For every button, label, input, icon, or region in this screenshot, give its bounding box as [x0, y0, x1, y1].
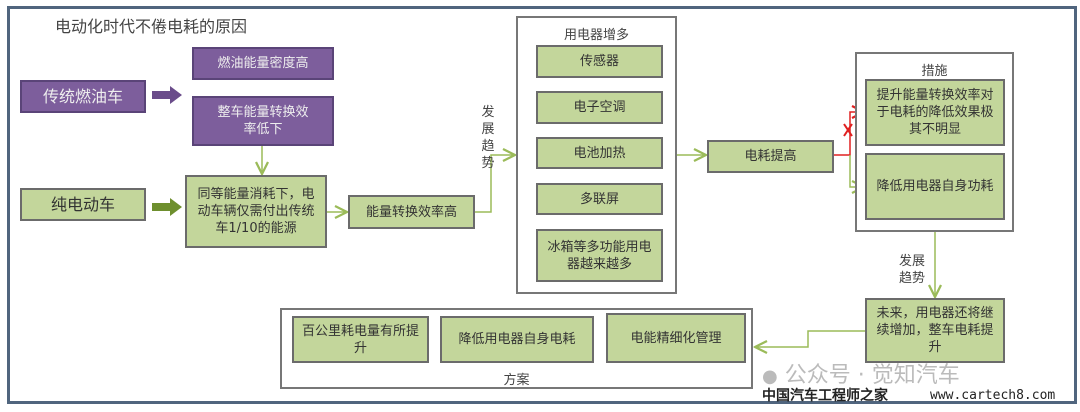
future-box: 未来，用电器还将继续增加，整车电耗提升 [865, 298, 1005, 363]
device-item: 电子空调 [536, 91, 663, 124]
arrow-to-plan [755, 330, 865, 347]
ev-car-box: 纯电动车 [20, 188, 146, 221]
trend-label-2: 发展趋势 [898, 254, 925, 286]
consumption-box: 电耗提高 [707, 140, 834, 173]
watermark-account: ● 公众号 · 觉知汽车 [762, 364, 960, 389]
watermark-account-text: 公众号 · 觉知汽车 [784, 363, 960, 388]
arrow-ice [152, 86, 182, 104]
device-item: 多联屏 [536, 183, 663, 215]
arrow-ev [152, 198, 182, 216]
plan-item: 电能精细化管理 [606, 313, 746, 363]
plan-title: 方案 [503, 373, 530, 388]
diagram-title: 电动化时代不倦电耗的原因 [55, 17, 248, 36]
ev-description-box: 同等能量消耗下，电动车辆仅需付出传统车1/10的能源 [185, 175, 327, 248]
device-item: 电池加热 [536, 137, 663, 169]
plan-item: 百公里耗电量有所提升 [292, 316, 429, 363]
device-item: 冰箱等多功能用电器越来越多 [536, 229, 663, 282]
device-item: 传感器 [536, 45, 663, 78]
arrow-to-devices [475, 155, 515, 213]
ice-reason-efficiency: 整车能量转换效率低下 [192, 96, 334, 146]
ice-car-box: 传统燃油车 [20, 80, 146, 113]
measure-item: 降低用电器自身功耗 [865, 153, 1005, 220]
efficiency-box: 能量转换效率高 [348, 195, 475, 229]
devices-title: 用电器增多 [563, 28, 629, 43]
trend-label: 发展趋势 [481, 105, 495, 171]
ice-reason-density: 燃油能量密度高 [192, 47, 334, 80]
measure-item: 提升能量转换效率对于电耗的降低效果极其不明显 [865, 79, 1005, 146]
watermark-site-name: 中国汽车工程师之家 [762, 388, 888, 404]
wechat-icon: ● [762, 366, 778, 387]
watermark-url: www.cartech8.com [930, 388, 1056, 403]
cross-mark-icon [843, 123, 853, 137]
plan-item: 降低用电器自身电耗 [440, 316, 594, 363]
measures-title: 措施 [921, 64, 948, 79]
diagram-frame [7, 6, 1077, 404]
